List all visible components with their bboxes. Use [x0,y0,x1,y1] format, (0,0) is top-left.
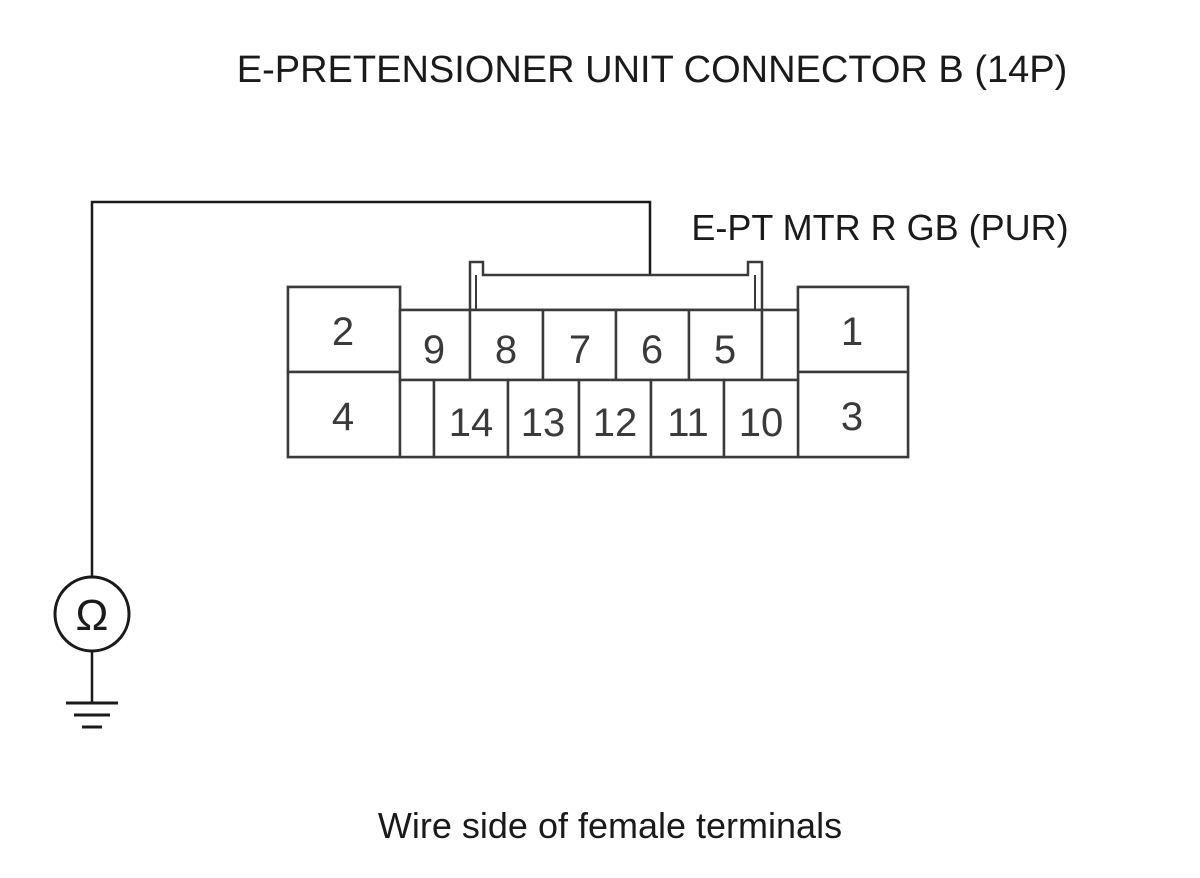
diagram-caption: Wire side of female terminals [378,805,842,846]
wire-label: E-PT MTR R GB (PUR) [691,207,1068,248]
cavity-blank-top [760,308,800,382]
pin-label-2: 2 [332,310,354,354]
cavity-2 [286,285,402,374]
pin-label-9: 9 [423,328,445,372]
pin-label-10: 10 [739,401,784,445]
pin-label-3: 3 [841,395,863,439]
pin-label-13: 13 [521,401,566,445]
cavity-9 [398,308,472,382]
cavity-7 [541,308,618,382]
ohmmeter-icon: Ω [53,575,131,653]
ground-icon [66,651,118,729]
pin-label-7: 7 [569,328,591,372]
connector-latch [468,260,764,312]
diagram-title: E-PRETENSIONER UNIT CONNECTOR B (14P) [237,49,1068,91]
pin-label-12: 12 [593,401,638,445]
probe-wire [90,200,652,578]
connector-body: 2 4 1 3 9 8 7 6 5 14 13 12 11 10 [286,260,910,459]
ohm-symbol: Ω [76,591,109,640]
cavity-3 [796,370,910,459]
cavity-13 [506,378,581,459]
pin-label-6: 6 [641,328,663,372]
cavity-11 [649,378,726,459]
pin-label-11: 11 [667,401,709,445]
cavity-5 [687,308,764,382]
pin-label-14: 14 [449,401,494,445]
pin-label-5: 5 [714,328,736,372]
cavity-8 [468,308,545,382]
pin-label-4: 4 [332,395,354,439]
cavity-10 [722,378,800,459]
cavity-blank-bottom [398,378,436,459]
cavity-12 [577,378,653,459]
cavity-4 [286,370,402,459]
pin-label-8: 8 [495,328,517,372]
pin-label-1: 1 [841,310,863,354]
